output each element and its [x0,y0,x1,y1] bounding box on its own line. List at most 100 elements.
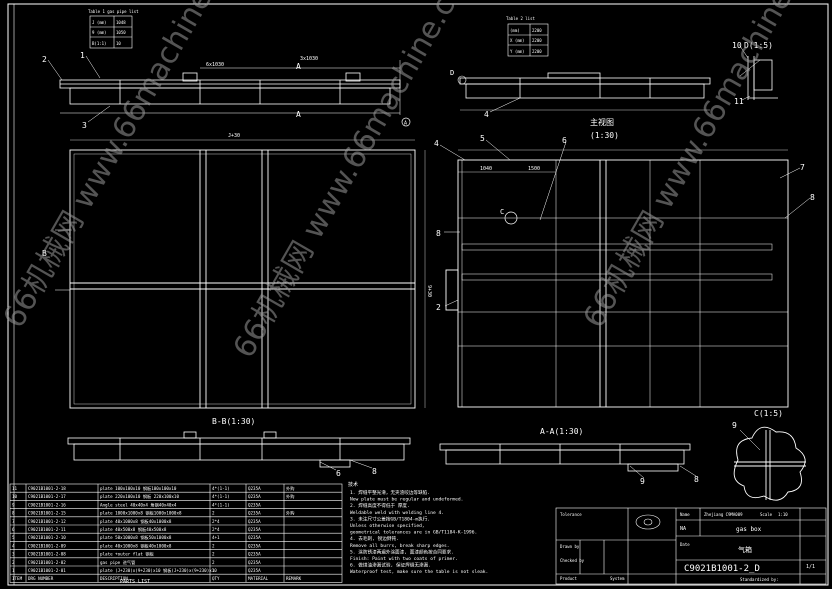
balloon-2-main: 2 [436,303,441,312]
table-list-top-mid [507,23,549,57]
table-gas-pipe-r2c2: 1050 [116,30,126,35]
balloon-leaders [47,45,811,479]
parts-header-cell: DRG NUMBER [28,576,54,581]
note-line: 2. 焊缝高度不得低于 厚度. [350,502,410,509]
parts-cell-mat: Q235A [248,543,261,548]
main-view-scale: (1:30) [590,131,619,140]
parts-cell-drg: C9021B1001-2-18 [28,486,66,491]
title-product-label: Product [560,576,577,581]
balloon-2-top: 2 [42,55,47,64]
balloon-4-main: 4 [434,139,439,148]
title-name-en: gas box [736,526,762,533]
title-checked-by: Checked by [560,558,585,563]
mark-d-side: D [450,69,454,77]
parts-list-grid [9,483,343,583]
parts-header-cell: REMARK [286,576,302,581]
detail-marker-a-label: A [404,121,407,127]
parts-cell-item: 8 [12,511,15,516]
note-line: Weldable weld with welding line 4. [350,510,444,516]
parts-cell-mat: Q235A [248,494,261,499]
mark-b-left: B [42,249,47,258]
parts-cell-drg: C9021B1001-2-10 [28,535,66,540]
section-bb-label: B-B(1:30) [212,417,255,426]
title-drawn-by: Drawn by [560,544,580,549]
parts-cell-item: 11 [12,486,18,491]
mark-a-bottom: A [296,110,301,119]
parts-cell-desc: plate 40x1000x8 钢板40x1000x8 [100,518,172,525]
detail-c-label: C(1:5) [754,409,783,418]
watermark-mid: 66机械网 www.66machine.com [227,0,487,364]
balloon-3-top: 3 [82,121,87,130]
parts-cell-item: 4 [12,543,15,548]
table-list-r1c2: 2200 [532,28,542,33]
note-line: Unless otherwise specified, [350,523,425,529]
title-sheet: 1/1 [806,564,815,570]
note-line: Remove all burrs, break sharp edges. [350,543,450,549]
parts-cell-desc: gas pipe 进气管 [100,559,135,566]
balloon-8-left: 8 [436,229,441,238]
table-gas-pipe-r1c1: J (mm) [92,20,106,25]
parts-cell-desc: plate (J+230)x(9+230)x10 钢板(J+230)x(9+23… [100,567,217,574]
dim-right-height: 9+30 [426,285,432,297]
parts-cell-qty: 4*(1-1) [212,494,230,499]
parts-cell-rem: 外购 [286,485,294,492]
title-company: Zhejiang C9MA009 [704,512,743,517]
parts-cell-qty: 2 [212,511,215,516]
detail-c-view [733,426,806,501]
parts-cell-drg: C9021B1001-2-12 [28,519,66,524]
parts-cell-desc: plate 1000x1000x8 钢板1000x1000x8 [100,510,182,517]
table-list-r2c2: 2200 [532,38,542,43]
note-line: 4. 去毛刺, 锐边倒钝. [350,535,399,542]
parts-cell-drg: C9021B1001-2-11 [28,527,66,532]
balloon-8-main: 8 [810,193,815,202]
parts-cell-mat: Q235A [248,560,261,565]
detail-marker-c [504,211,518,225]
parts-cell-item: 7 [12,519,15,524]
parts-header-cell: MATERIAL [248,576,269,581]
table-list-title: Table 2 list [506,16,535,21]
parts-cell-qty: 4*(1-1) [212,486,230,491]
title-scale-value: 1:10 [778,512,788,517]
side-elevation-view [59,60,401,115]
watermark-left: 66机械网 www.66machine.com [0,0,256,334]
title-standardized: Standardized by: [740,577,779,582]
title-na-label: NA [680,526,686,532]
parts-cell-item: 3 [12,552,15,557]
parts-list-text: 11 C9021B1001-2-18 plate 100x100x10 钢板100x… [12,485,302,581]
table-gas-pipe-r1c2: 1048 [116,20,126,25]
plan-view-left [55,139,426,409]
detail-marker-a [401,117,411,127]
parts-cell-desc: plate 100x100x10 钢板100x100x10 [100,485,177,492]
section-aa-view [439,443,691,472]
mark-a-top: A [296,62,301,71]
sheet-border [7,3,829,586]
table-list-r3c1: Y (mm) [510,49,524,54]
parts-cell-mat: Q235A [248,519,261,524]
parts-cell-mat: Q235A [248,502,261,507]
title-block-grid [555,507,827,585]
parts-cell-qty: 1 [212,568,215,573]
note-line: Finish: Paint with two coats of primer. [350,556,458,562]
parts-cell-item: 10 [12,494,18,499]
parts-cell-qty: 2 [212,543,215,548]
table-gas-pipe-title: Table 1 gas pipe list [88,9,139,14]
balloon-8-bb: 8 [372,467,377,476]
title-name-cn: 气箱 [738,545,752,554]
dim-3x: 3x1030 [300,56,318,62]
note-line: New plate must be regular and undeformed… [350,497,463,503]
parts-cell-drg: C9021B1001-2-01 [28,568,66,573]
main-plan-view [445,149,789,408]
note-line: 6. 做煤油渗漏试验, 保证焊缝无渗漏. [350,562,431,569]
table-gas-pipe-r3c1: B(1:1) [92,41,106,46]
table-gas-pipe-r2c1: 9 (mm) [92,30,106,35]
parts-cell-mat: Q235A [248,535,261,540]
table-list-r2c1: X (mm) [510,38,524,43]
parts-cell-desc: plate +outer flat 钢板 [100,551,155,558]
parts-cell-item: 6 [12,527,15,532]
parts-cell-qty: 2*4 [212,519,220,524]
note-line: 5. 涂防锈漆两遍外涂面漆, 面漆颜色按合同要求. [350,548,454,555]
detail-d-label: D(1:5) [744,41,773,50]
parts-cell-desc: plate 50x1000x8 钢板50x1000x8 [100,534,172,541]
parts-cell-qty: 4*(1-1) [212,502,230,507]
parts-cell-desc: Angle steel 40x40x4 角钢40x40x4 [100,501,177,508]
